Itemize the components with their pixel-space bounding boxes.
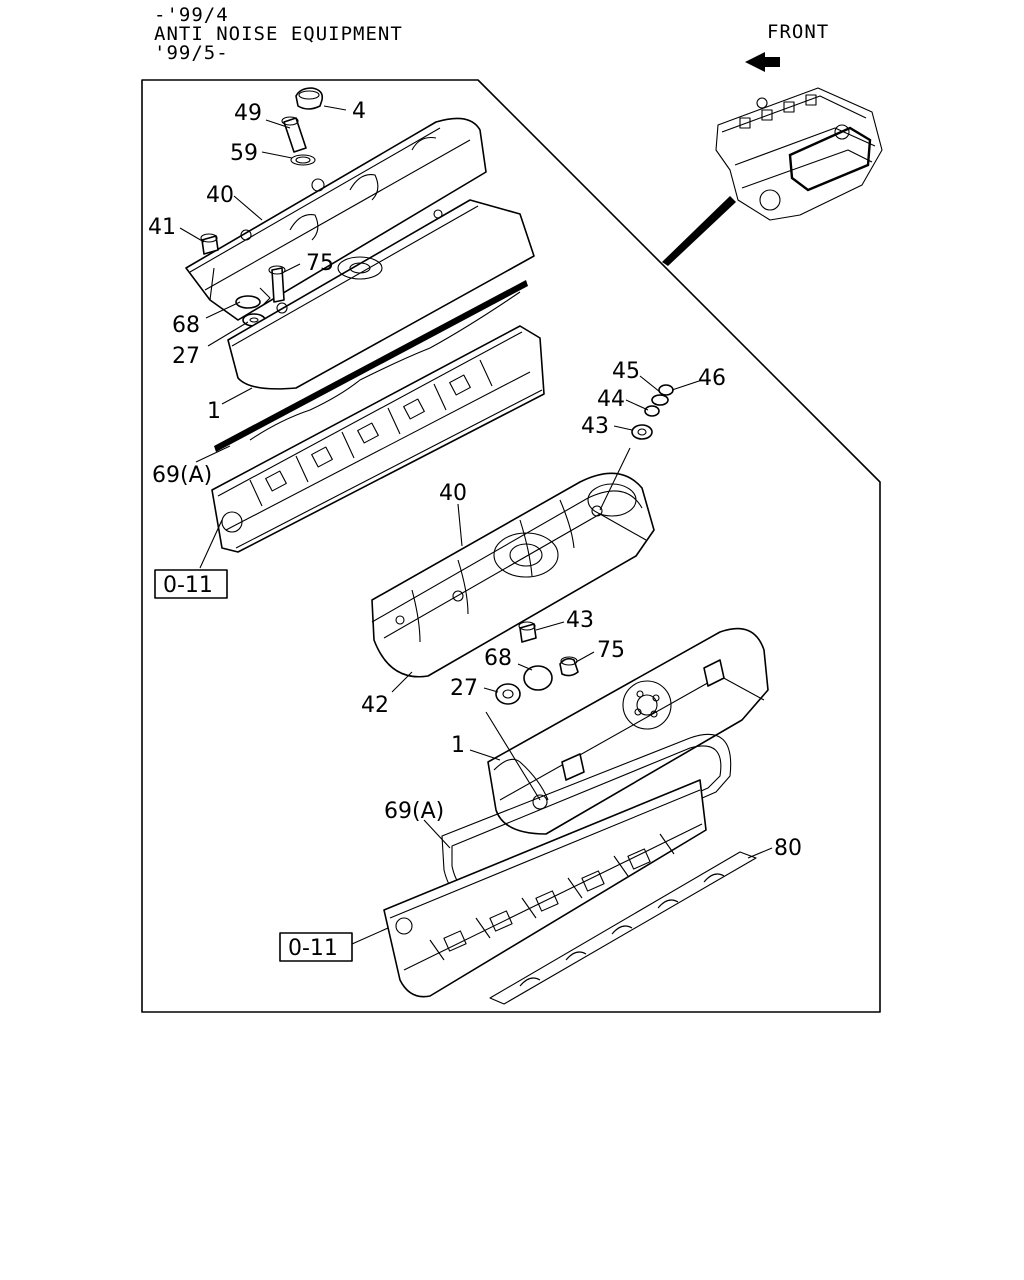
- upper-leaders: [179, 105, 347, 569]
- lower-label-43: 43: [566, 608, 594, 633]
- lower-leaders: [351, 375, 773, 945]
- upper-label-49: 49: [234, 101, 262, 126]
- lower-assembly: [371, 384, 769, 1005]
- lower-label-68: 68: [484, 646, 512, 671]
- upper-assembly: [185, 87, 545, 553]
- upper-ref-box: [154, 569, 228, 599]
- upper-label-1: 1: [207, 399, 221, 424]
- upper-label-27: 27: [172, 344, 200, 369]
- diagram-frame: [141, 79, 881, 1013]
- header-line-2: ANTI NOISE EQUIPMENT: [154, 23, 403, 45]
- upper-label-68: 68: [172, 313, 200, 338]
- lower-label-40: 40: [439, 481, 467, 506]
- upper-ref-text: 0-11: [163, 573, 213, 598]
- front-label: FRONT: [767, 21, 829, 43]
- header-line-1: -'99/4: [154, 4, 229, 26]
- lower-label-75: 75: [597, 638, 625, 663]
- upper-label-69a: 69(A): [152, 463, 212, 488]
- lower-label-42: 42: [361, 693, 389, 718]
- pointer-wedge: [662, 196, 736, 266]
- lower-label-1: 1: [451, 733, 465, 758]
- upper-label-40: 40: [206, 183, 234, 208]
- lower-label-46: 46: [698, 366, 726, 391]
- lower-label-43-top: 43: [581, 414, 609, 439]
- lower-label-27: 27: [450, 676, 478, 701]
- lower-label-69a: 69(A): [384, 799, 444, 824]
- lower-ref-text: 0-11: [288, 936, 338, 961]
- front-arrow-icon: [745, 52, 780, 72]
- upper-label-59: 59: [230, 141, 258, 166]
- upper-label-75: 75: [306, 251, 334, 276]
- upper-label-4: 4: [352, 99, 366, 124]
- engine-overview-icon: [715, 87, 883, 221]
- header-line-3: '99/5-: [154, 42, 229, 64]
- lower-ref-box: [279, 932, 353, 962]
- lower-label-80: 80: [774, 836, 802, 861]
- upper-label-41: 41: [148, 215, 176, 240]
- lower-label-45: 45: [612, 359, 640, 384]
- lower-label-44: 44: [597, 387, 625, 412]
